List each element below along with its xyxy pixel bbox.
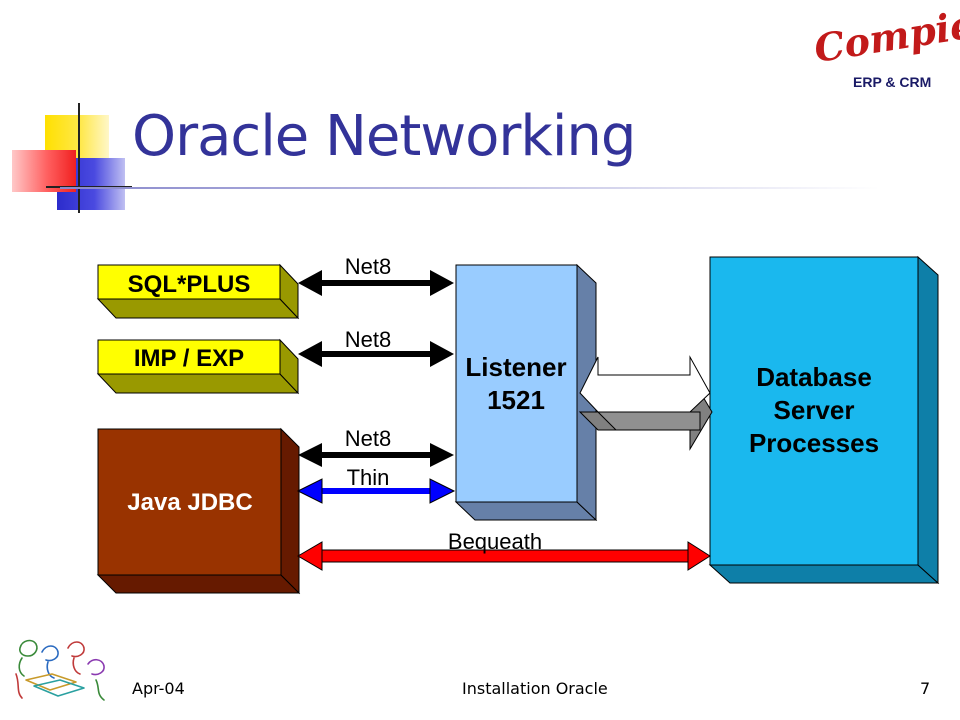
listener-box: Listener 1521 xyxy=(454,263,598,522)
net8-arrow-impexp-left-head xyxy=(298,341,322,367)
impexp-box-side xyxy=(96,373,300,394)
database-label-line2: Server xyxy=(774,395,855,425)
thin-arrow xyxy=(296,478,456,504)
net8-arrow-impexp xyxy=(298,341,454,367)
footer-date: Apr-04 xyxy=(132,679,185,698)
sqlplus-box-side xyxy=(96,298,300,319)
bequeath-arrow-right-head xyxy=(687,541,711,571)
listener-label-line1: Listener xyxy=(465,352,566,382)
jdbc-label: Java JDBC xyxy=(127,489,252,516)
people-illustration xyxy=(15,639,105,701)
thin-arrow-left-head xyxy=(296,478,323,504)
client-box-java-jdbc: Java JDBC xyxy=(96,427,301,595)
footer-page-number: 7 xyxy=(920,679,931,698)
listener-database-arrow xyxy=(578,355,713,451)
net8-label-jdbc: Net8 xyxy=(345,426,391,451)
net8-arrow-sqlplus-right-head xyxy=(430,270,454,296)
sqlplus-label: SQL*PLUS xyxy=(128,271,251,298)
sqlplus-box-face xyxy=(97,264,281,300)
database-box-right-side xyxy=(917,255,939,585)
bequeath-arrow xyxy=(297,541,711,571)
database-box: Database Server Processes xyxy=(708,255,940,585)
title-underline xyxy=(60,187,880,189)
impexp-box-face xyxy=(97,339,281,375)
footer-title: Installation Oracle xyxy=(462,679,608,698)
title-decoration-vertical-line xyxy=(78,103,80,213)
net8-arrow-jdbc-right-head xyxy=(430,443,454,467)
net8-arrow-jdbc xyxy=(298,443,454,467)
thin-label: Thin xyxy=(347,465,390,490)
listener-box-face xyxy=(455,264,578,503)
net8-arrow-sqlplus xyxy=(298,270,454,296)
title-decoration-red xyxy=(12,150,76,192)
bequeath-label: Bequeath xyxy=(448,529,542,554)
net8-arrow-impexp-right-head xyxy=(430,341,454,367)
jdbc-box-bottom-side xyxy=(96,574,301,594)
listener-box-bottom-side xyxy=(454,501,598,521)
thin-arrow-right-head xyxy=(429,478,456,504)
database-box-bottom-side xyxy=(708,564,940,584)
database-box-face xyxy=(709,256,919,566)
jdbc-box-face xyxy=(97,428,282,576)
slide-title: Oracle Networking xyxy=(132,104,636,169)
client-box-imp-exp: IMP / EXP xyxy=(96,338,300,395)
database-label-line3: Processes xyxy=(749,428,879,458)
listener-database-arrow-bottom xyxy=(596,411,701,431)
listener-database-arrow-face xyxy=(579,355,711,413)
jdbc-box-right-side xyxy=(280,427,300,595)
client-box-sqlplus: SQL*PLUS xyxy=(96,263,300,320)
net8-arrow-jdbc-left-head xyxy=(298,443,322,467)
net8-label-sqlplus: Net8 xyxy=(345,254,391,279)
net8-arrow-sqlplus-left-head xyxy=(298,270,322,296)
net8-label-impexp: Net8 xyxy=(345,327,391,352)
database-label-line1: Database xyxy=(756,362,872,392)
impexp-label: IMP / EXP xyxy=(134,345,244,372)
logo-subtitle: ERP & CRM xyxy=(853,74,932,90)
listener-label-line2: 1521 xyxy=(487,385,545,415)
compiere-logo: Compiere ERP & CRM xyxy=(811,0,960,98)
bequeath-arrow-left-head xyxy=(297,541,323,571)
